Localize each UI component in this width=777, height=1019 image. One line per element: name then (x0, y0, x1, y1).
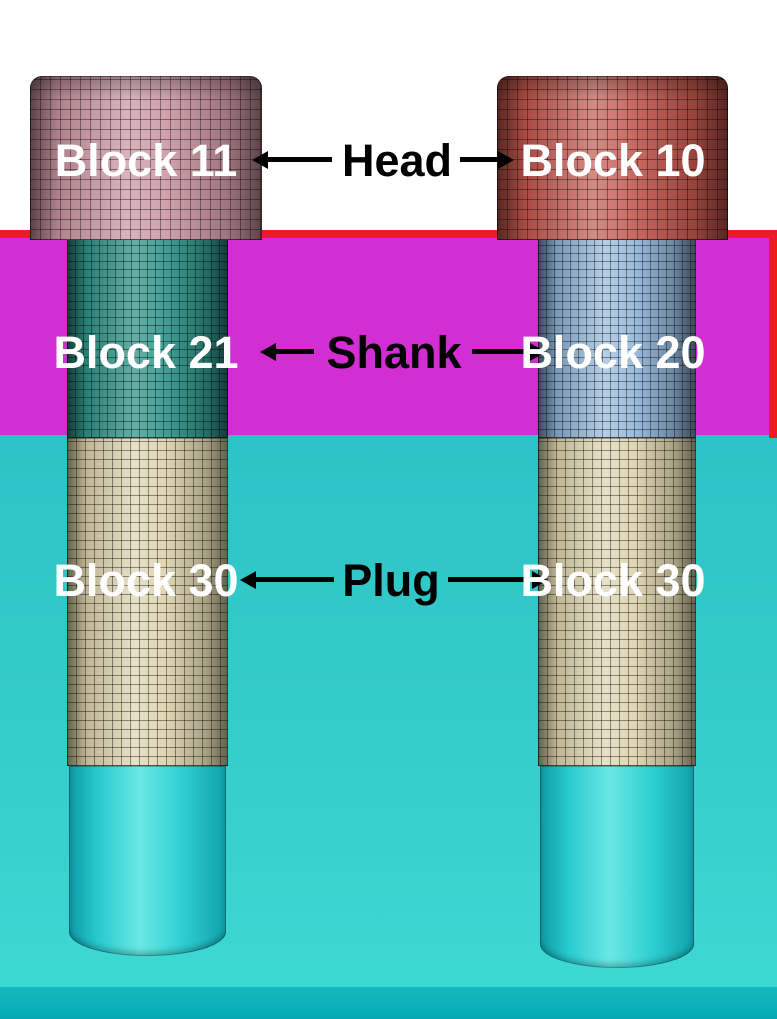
label-block-30-right: Block 30 (520, 555, 706, 606)
bolt-left-shank-mesh (67, 234, 228, 438)
label-block-30-left: Block 30 (53, 555, 239, 606)
label-shank: Shank (326, 327, 462, 378)
label-block-10: Block 10 (520, 135, 706, 186)
bolt-right-shank-mesh (538, 234, 696, 438)
label-block-11: Block 11 (54, 135, 238, 186)
base-block-bottom-edge (0, 987, 777, 1019)
bolt-right-plug-mesh (538, 438, 696, 766)
bolt-left-tip-cylinder (69, 766, 226, 956)
label-head: Head (341, 135, 453, 186)
arrow-left-icon (256, 577, 334, 582)
bolt-right-head-mesh (497, 76, 728, 240)
label-plug: Plug (342, 555, 440, 606)
arrow-right-icon (448, 577, 532, 582)
interface-line-top (0, 230, 777, 238)
arrow-left-icon (268, 157, 332, 162)
bolt-left-head-mesh (30, 76, 262, 240)
arrow-left-icon (276, 349, 314, 354)
label-block-21: Block 21 (53, 327, 239, 378)
arrow-right-icon (460, 157, 498, 162)
bolt-left-plug-mesh (67, 438, 228, 766)
interface-edge-right (769, 230, 777, 438)
bolt-right-tip-cylinder (540, 766, 694, 968)
arrow-right-icon (472, 349, 530, 354)
label-block-20: Block 20 (520, 327, 706, 378)
